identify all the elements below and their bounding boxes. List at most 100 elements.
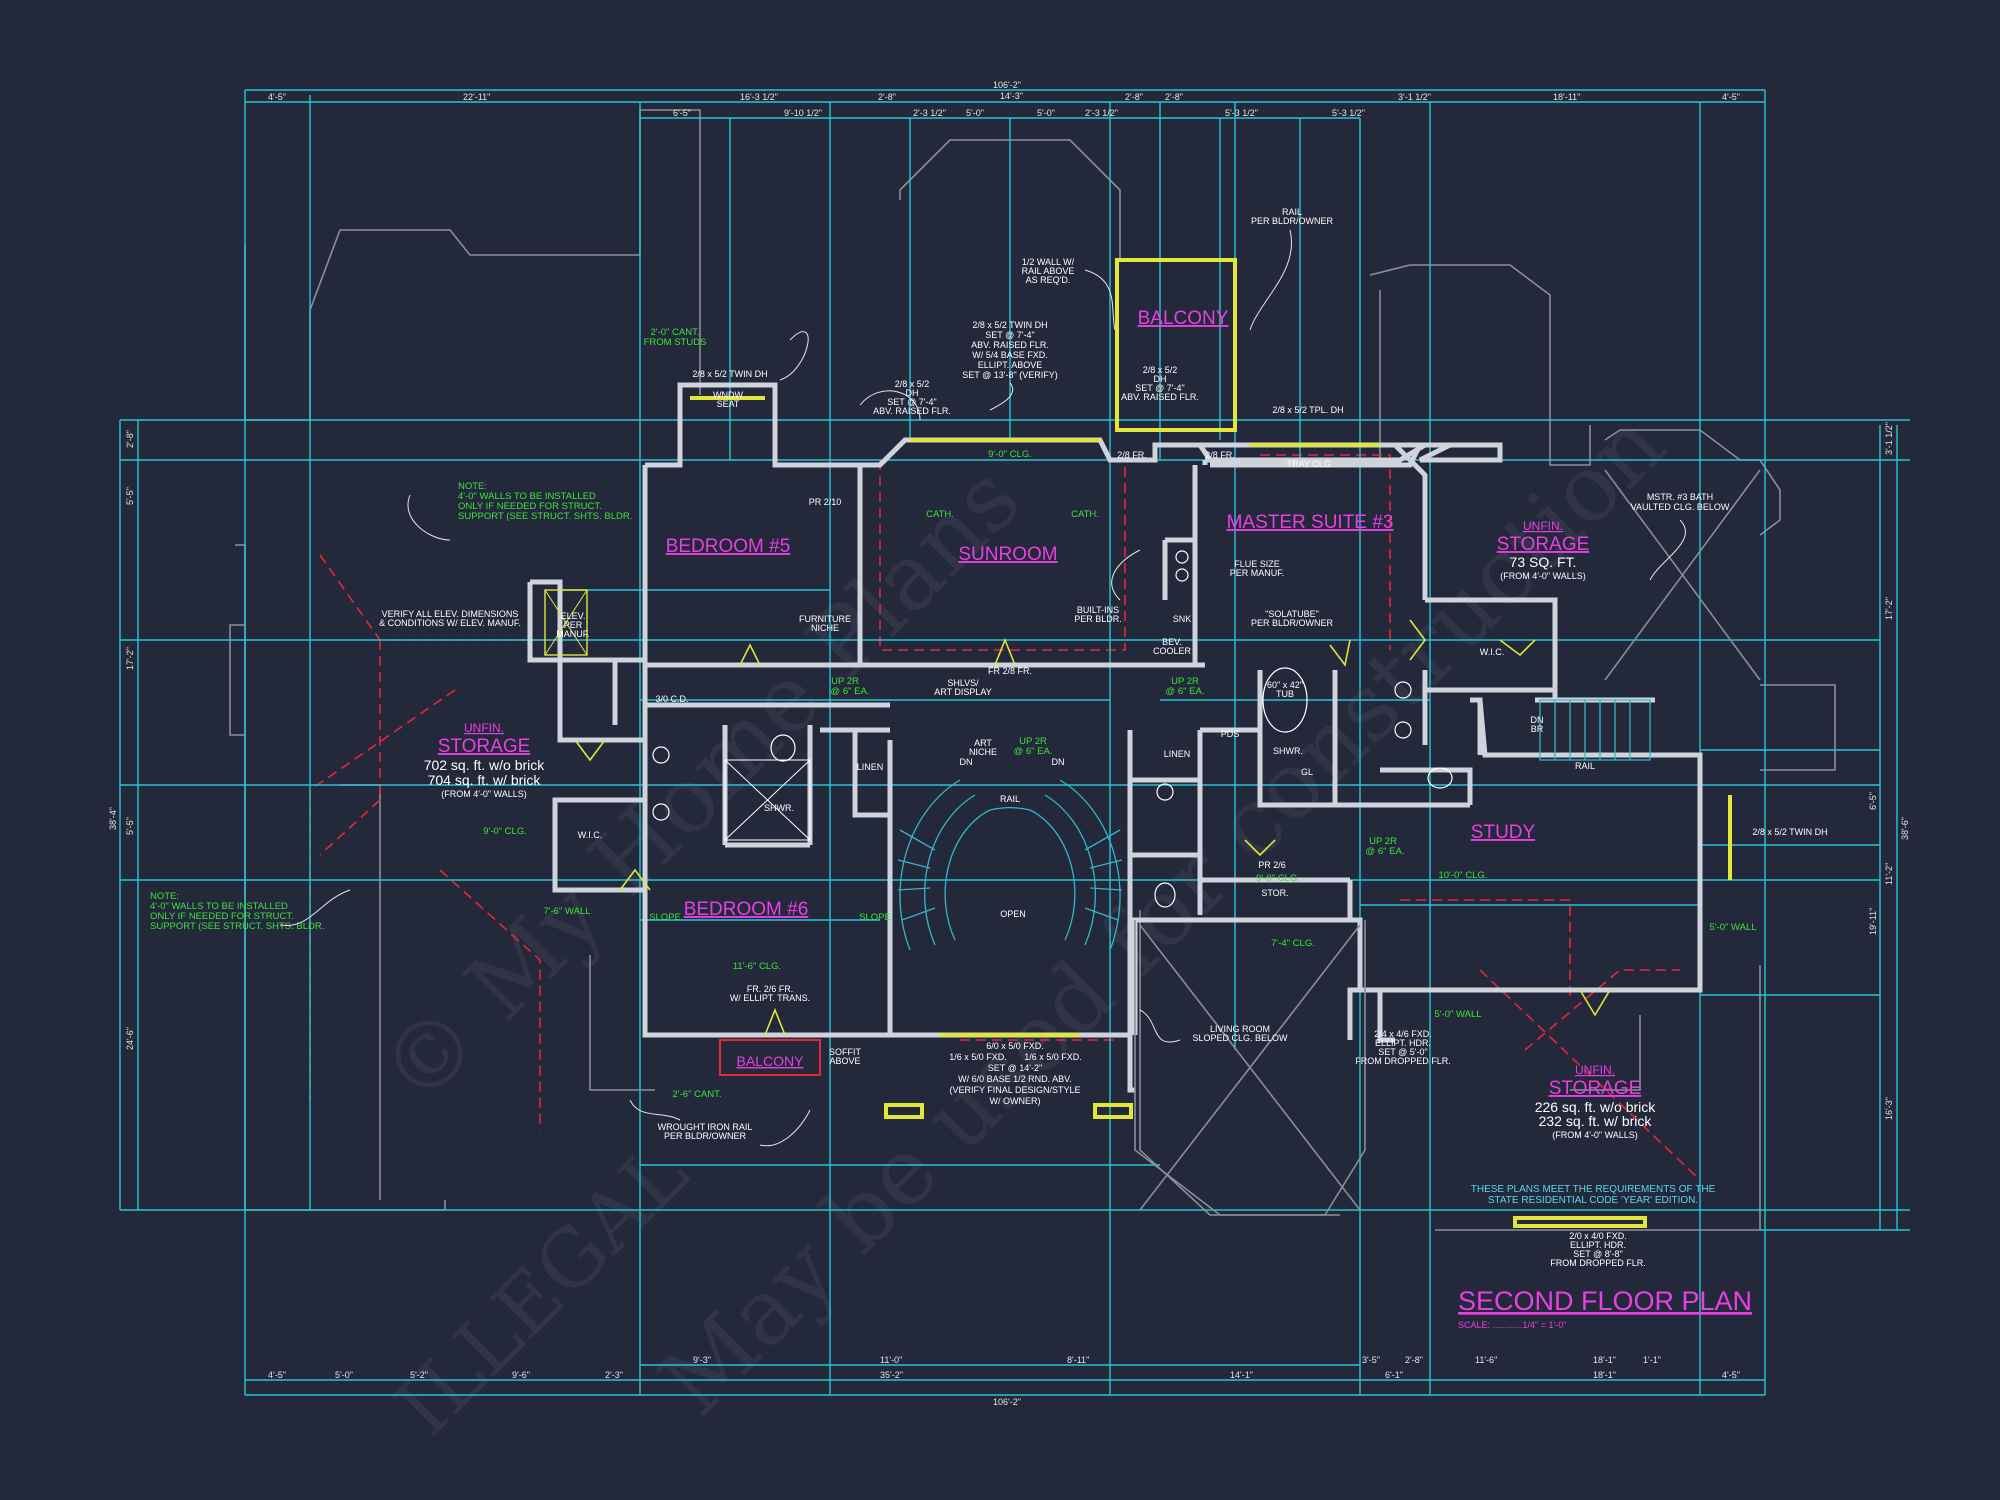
dim-top-overall: 106'-2" [993, 80, 1021, 90]
curved-staircase [897, 699, 1651, 951]
dim-bot-6: 9'-3" [693, 1355, 711, 1365]
dn-2: DN [1052, 757, 1065, 767]
cant-top-2: FROM STUDS [644, 337, 707, 348]
linen-1: LINEN [857, 762, 884, 772]
up2r-2: UP 2R [1171, 676, 1199, 687]
fxd-3: 1/6 x 5/0 FXD. [1024, 1052, 1082, 1062]
dim-left-4: 38'-4" [108, 807, 118, 830]
cant-bot: 2'-6" CANT. [672, 1089, 721, 1100]
sun-r-4: ABV. RAISED FLR. [1121, 392, 1199, 402]
room-balcony-bottom: BALCONY [737, 1053, 805, 1069]
area-left-3: (FROM 4'-0" WALLS) [441, 789, 527, 799]
slope-1: SLOPE [649, 912, 681, 923]
wic-2: W.I.C. [1480, 647, 1505, 657]
bev-1: BEV. [1162, 637, 1182, 647]
dim-bot-7: 11'-0" [880, 1355, 902, 1365]
up2r-4b: @ 6" EA. [1366, 846, 1405, 857]
dim-top2-5: 5'-0" [1037, 108, 1055, 118]
up2r-2b: @ 6" EA. [1166, 686, 1205, 697]
fr28-b: 2/8 FR. [1117, 450, 1147, 460]
wic-1: W.I.C. [578, 830, 603, 840]
art-2: NICHE [969, 747, 997, 757]
note-top-1: NOTE: [458, 481, 487, 492]
clg-study: 10'-0" CLG. [1438, 870, 1487, 881]
pr-210: PR 2/10 [809, 497, 842, 507]
fr28-c: 2/8 FR. [1205, 450, 1235, 460]
study-win: 2/8 x 5/2 TWIN DH [1752, 827, 1827, 837]
dim-bot-1: 4'-5" [268, 1370, 286, 1380]
area-br-1: 226 sq. ft. w/o brick [1535, 1099, 1657, 1115]
rail-stair: RAIL [1000, 794, 1020, 804]
up2r-1b: @ 6" EA. [831, 686, 870, 697]
sun-l-4: ABV. RAISED FLR. [873, 406, 951, 416]
ellip-1: 2/4 x 4/6 FXD. [1374, 1029, 1432, 1039]
rail-bldr-2: PER BLDR/OWNER [1251, 216, 1334, 226]
wall-5b: 5'-0" WALL [1434, 1009, 1481, 1020]
mstr-bath-2: VAULTED CLG. BELOW [1631, 502, 1730, 512]
note-left-1: NOTE: [150, 891, 179, 902]
dim-right-7: 16'-3" [1884, 1097, 1894, 1120]
elev-2: PER [564, 620, 583, 630]
up2r-3: UP 2R [1019, 736, 1047, 747]
dim-left-6: 24'-6" [125, 1027, 135, 1050]
br: BR [1531, 724, 1544, 734]
room-bedroom6: BEDROOM #6 [684, 899, 809, 920]
flue-2: PER MANUF. [1230, 568, 1285, 578]
gl: GL [1301, 767, 1313, 777]
sun-r-3: SET @ 7'-4" [1135, 383, 1184, 393]
code-2: STATE RESIDENTIAL CODE 'YEAR' EDITION. [1488, 1195, 1698, 1206]
note-left-2: 4'-0" WALLS TO BE INSTALLED [150, 901, 288, 912]
code-1: THESE PLANS MEET THE REQUIREMENTS OF THE [1471, 1184, 1716, 1195]
annotations: NOTE: 4'-0" WALLS TO BE INSTALLED ONLY I… [150, 207, 1828, 1268]
dim-top-2: 22'-11" [463, 92, 490, 102]
dim-right-3: 6'-5" [1868, 792, 1878, 810]
dim-top2-6: 2'-3 1/2" [1085, 108, 1118, 118]
furn-1: FURNITURE [799, 614, 851, 624]
verify-elev-2: & CONDITIONS W/ ELEV. MANUF. [379, 618, 521, 628]
win-bed5: 2/8 x 5/2 TWIN DH [692, 369, 767, 379]
wndw-2: SEAT [717, 399, 740, 409]
dim-bot-3: 5'-2" [410, 1370, 428, 1380]
dim-left-1: 2'-8" [125, 430, 135, 448]
living-1: LIVING ROOM [1210, 1024, 1270, 1034]
dim-top-mid: 14'-3" [1000, 91, 1023, 101]
unfin-bottom-right: UNFIN. [1575, 1063, 1615, 1077]
ellip2-1: 2/0 x 4/0 FXD. [1569, 1231, 1627, 1241]
area-left-2: 704 sq. ft. w/ brick [428, 772, 542, 788]
dim-bot-12: 11'-6" [1475, 1355, 1497, 1365]
elev-1: ELEV. [561, 611, 586, 621]
elev-3: MANUF. [556, 629, 590, 639]
note-top-3: ONLY IF NEEDED FOR STRUCT. [458, 501, 602, 512]
area-text: 702 sq. ft. w/o brick 704 sq. ft. w/ bri… [424, 554, 1657, 1140]
dim-top2-2: 9'-10 1/2" [784, 108, 822, 118]
pds: PDS [1221, 729, 1240, 739]
half-wall-3: AS REQ'D. [1026, 275, 1071, 285]
up2r-3b: @ 6" EA. [1014, 746, 1053, 757]
dim-bot-4: 9'-6" [512, 1370, 530, 1380]
dim-top2-8: 5'-3 1/2" [1332, 108, 1365, 118]
dim-bot-5: 2'-3" [605, 1370, 623, 1380]
walls [527, 382, 1703, 1093]
sun-win-5: ELLIPT. ABOVE [978, 360, 1043, 370]
shlvs-1: SHLVS/ [947, 678, 979, 688]
dim-right-4: 38'-6" [1900, 817, 1910, 840]
dim-top2-7: 5'-3 1/2" [1225, 108, 1258, 118]
note-top-4: SUPPORT (SEE STRUCT. SHTS. BLDR. [458, 511, 632, 522]
slope-2: SLOPE [859, 912, 891, 923]
wrought-1: WROUGHT IRON RAIL [658, 1122, 753, 1132]
room-sunroom: SUNROOM [958, 544, 1057, 565]
fxd-2: 1/6 x 5/0 FXD. [949, 1052, 1007, 1062]
dim-bot-11: 2'-8" [1405, 1355, 1423, 1365]
sun-l-1: 2/8 x 5/2 [895, 379, 930, 389]
title-block: SECOND FLOOR PLAN SCALE: ............1/4… [1458, 1286, 1752, 1330]
fxd-4: SET @ 14'-2" [988, 1063, 1042, 1073]
sun-win-6: SET @ 13'-8" (VERIFY) [962, 370, 1057, 380]
sun-l-2: DH [906, 388, 919, 398]
dim-top-8: 18'-11" [1553, 92, 1580, 102]
area-br-2: 232 sq. ft. w/ brick [1539, 1113, 1653, 1129]
area-br-3: (FROM 4'-0" WALLS) [1552, 1130, 1638, 1140]
plan-scale: SCALE: ............1/4" = 1'-0" [1458, 1320, 1566, 1330]
dim-top-5: 2'-8" [1125, 92, 1143, 102]
fxd-1: 6/0 x 5/0 FXD. [986, 1041, 1044, 1051]
